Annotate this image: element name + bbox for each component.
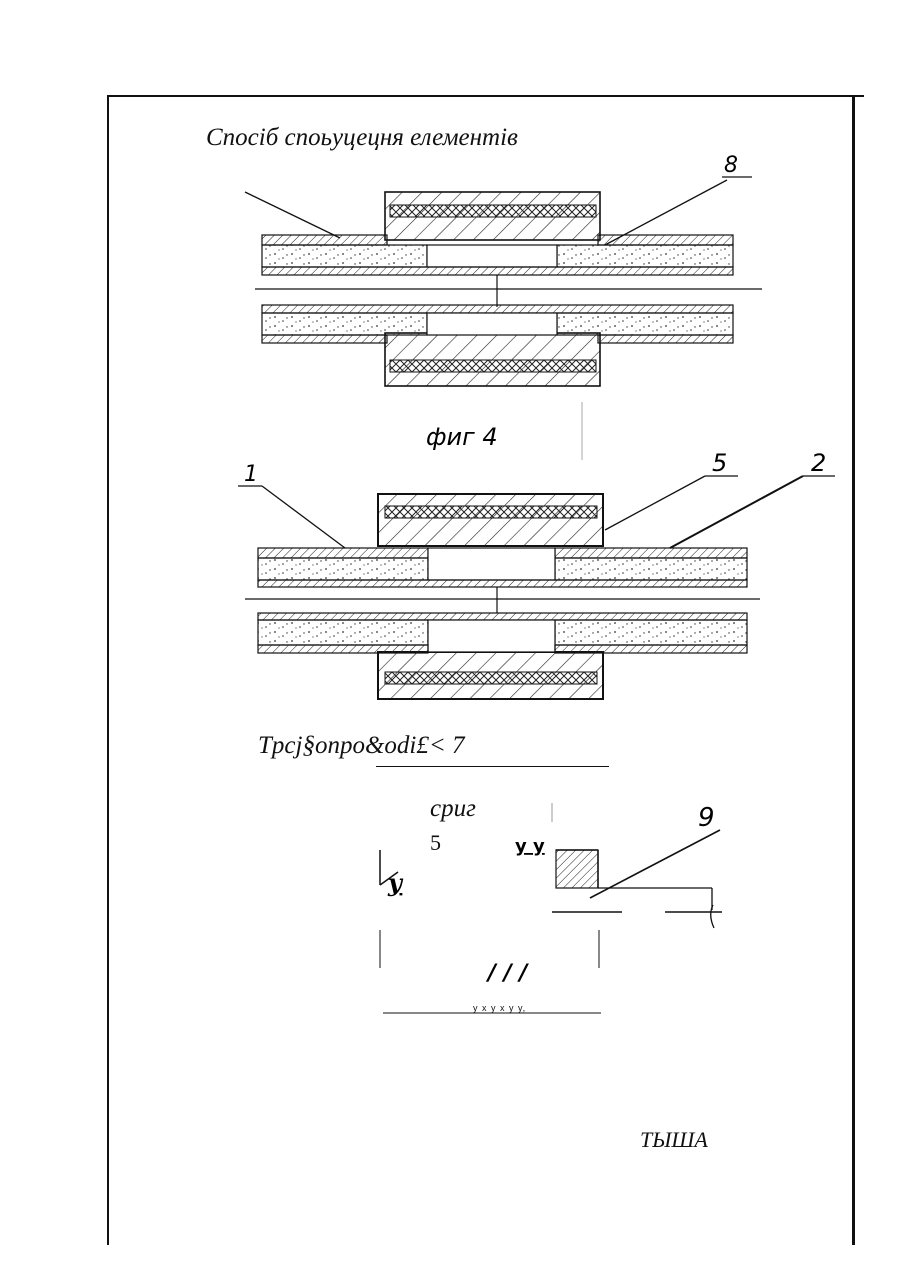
fig5-marks-top: у у [515,836,545,857]
callout-5: 5 [712,449,727,477]
fig5-label-line1: сриг [430,795,476,823]
figure-4: 8 фиг 4 [245,153,762,460]
callout-8: 8 [724,153,738,178]
caption-rule [376,766,609,767]
callout-2: 2 [811,449,826,477]
caption: Tpcj§onpo&odi£< 7 [258,732,464,760]
callout-1: 1 [244,462,258,487]
fig5-marks-bottom: у х у х у у, [473,1003,526,1013]
figure-lower: 1 5 2 [238,449,835,699]
callout-9: 9 [698,803,715,833]
footer-text: ТЫША [640,1127,708,1153]
fig5-marks-mid: / / / [485,961,529,986]
fig4-label: фиг 4 [426,423,498,451]
fig5-mark-left: у [387,868,404,897]
fig5-label-line2: 5 [430,830,441,856]
